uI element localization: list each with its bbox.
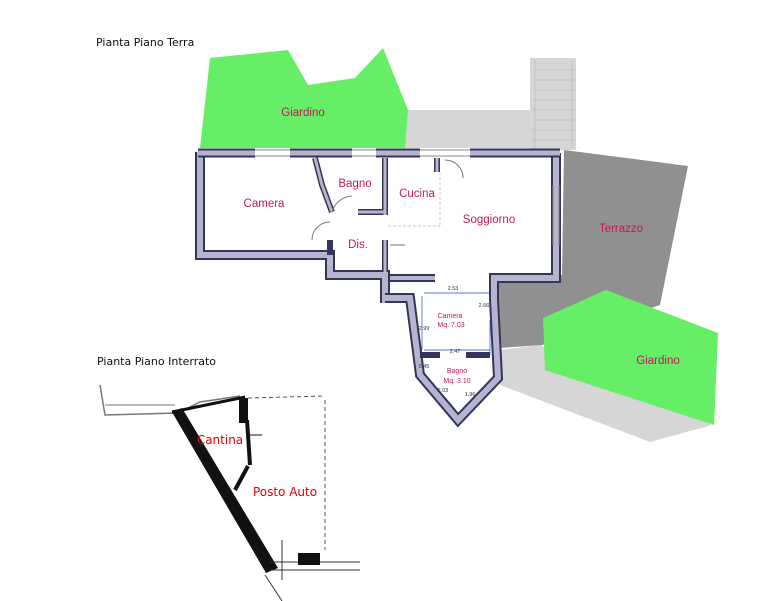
- dimension-label: 2.03: [438, 388, 449, 394]
- ground-floor-walls: [195, 148, 561, 428]
- bagno-label: Bagno: [338, 178, 371, 190]
- basement-plan: [99, 384, 360, 601]
- camera-label: Camera: [244, 198, 286, 210]
- soggiorno-label: Soggiorno: [463, 214, 515, 226]
- dimension-label: 0.45: [419, 364, 430, 370]
- small-camera-label: Camera: [438, 313, 463, 320]
- cantina-label: Cantina: [197, 433, 243, 447]
- small-bagno-area: Mq. 3.10: [443, 378, 470, 385]
- disimpegno-label: Dis.: [348, 239, 368, 251]
- cucina-label: Cucina: [399, 188, 435, 200]
- dimension-label: 2.53: [448, 286, 459, 292]
- stair-area: [530, 58, 576, 150]
- posto-auto-label: Posto Auto: [253, 485, 317, 499]
- dimension-label: 2.47: [450, 349, 461, 355]
- garden-right-label: Giardino: [636, 355, 679, 367]
- dimension-label: 1.96: [465, 392, 476, 398]
- small-camera-area: Mq. 7.03: [437, 322, 464, 329]
- dimension-label: 2.99: [419, 326, 430, 332]
- terrace-area: [498, 150, 688, 348]
- garden-top: [200, 48, 408, 148]
- basement-floor-title: Pianta Piano Interrato: [97, 355, 217, 368]
- garden-right: [543, 290, 718, 425]
- stairs: [532, 60, 575, 148]
- outdoor-area-top: [405, 110, 530, 148]
- small-bagno-label: Bagno: [447, 368, 467, 375]
- garden-top-label: Giardino: [281, 107, 324, 119]
- ground-floor-title: Pianta Piano Terra: [96, 36, 195, 49]
- dimension-label: 2.66: [479, 303, 490, 309]
- terrazzo-label: Terrazzo: [599, 223, 643, 235]
